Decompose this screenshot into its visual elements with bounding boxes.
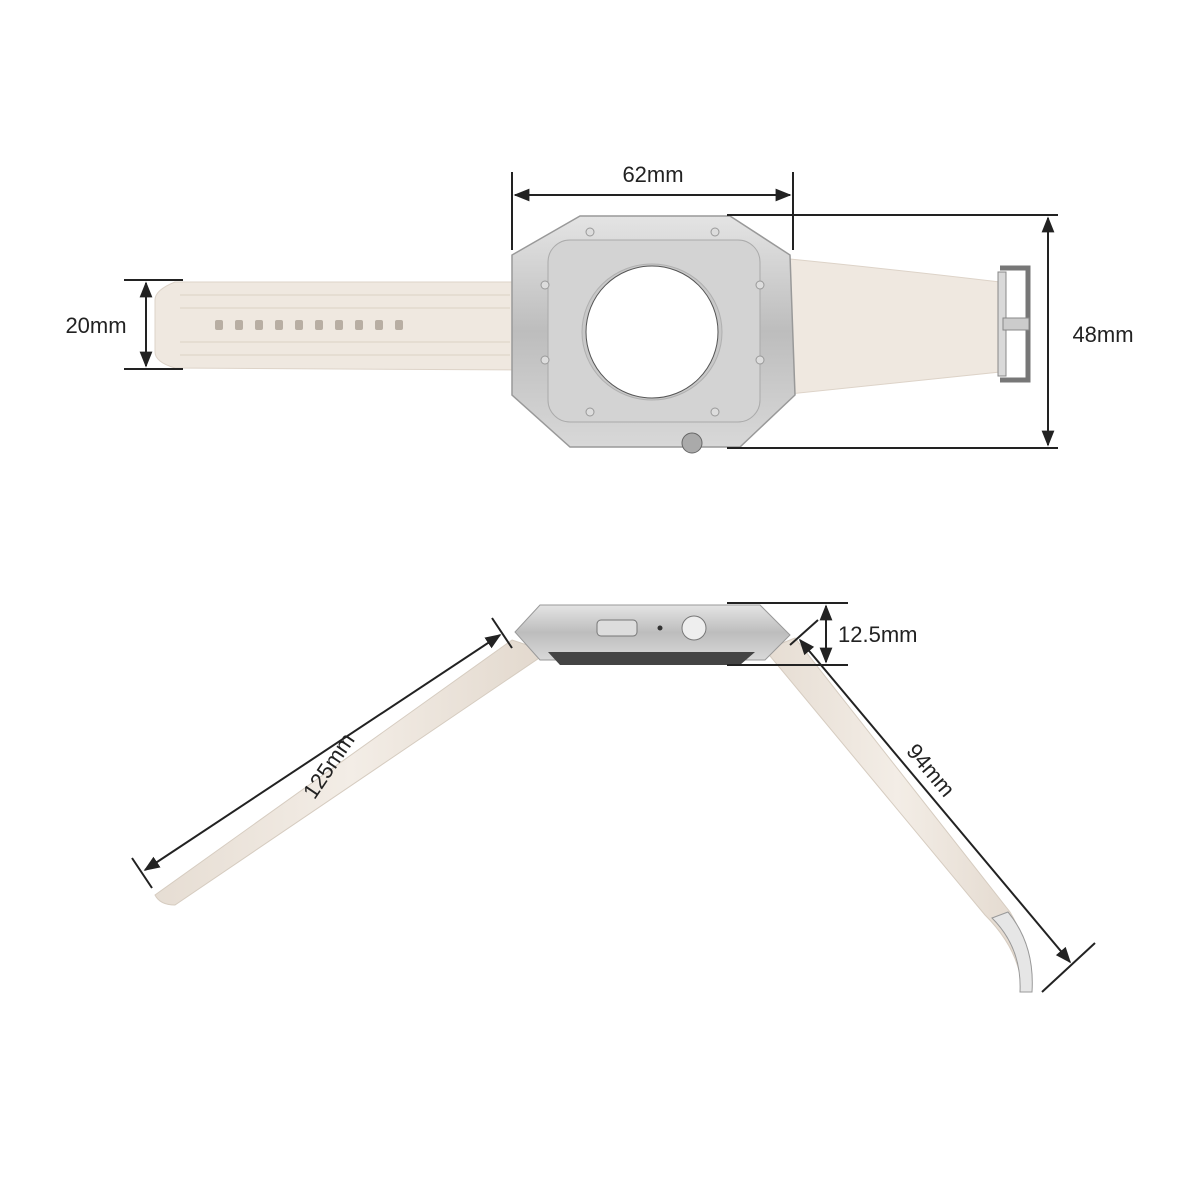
strap-hole [255, 320, 263, 330]
strap-hole [295, 320, 303, 330]
strap-hole [375, 320, 383, 330]
top-view: 62mm 48mm 20mm [65, 162, 1134, 454]
buckle [997, 265, 1031, 383]
case-bottom [548, 652, 755, 665]
crown [681, 432, 703, 454]
strap-hole [335, 320, 343, 330]
side-view: 12.5mm 125mm 94mm [131, 602, 1096, 993]
strap-hole [275, 320, 283, 330]
long-strap-side [154, 639, 550, 906]
dimension-long-strap: 125mm [131, 617, 513, 889]
case-side [514, 604, 791, 661]
dimension-short-strap: 94mm [789, 619, 1096, 993]
case-opening [585, 265, 719, 399]
strap-hole [315, 320, 323, 330]
side-button [596, 619, 638, 637]
dimension-strap-width: 20mm [65, 279, 183, 370]
strap-hole [355, 320, 363, 330]
strap-hole [395, 320, 403, 330]
side-mic-hole [657, 625, 663, 631]
strap-holes [215, 320, 403, 330]
case-height-label: 48mm [1072, 322, 1133, 347]
side-crown [681, 615, 707, 641]
strap-hole [215, 320, 223, 330]
case-width-label: 62mm [622, 162, 683, 187]
strap-hole [235, 320, 243, 330]
strap-width-label: 20mm [65, 313, 126, 338]
right-strap [779, 257, 1001, 396]
case-thickness-label: 12.5mm [838, 622, 917, 647]
strap-grooves [180, 294, 510, 356]
short-strap-side [764, 637, 1031, 991]
case-screws [540, 227, 765, 417]
dimension-case-height: 48mm [727, 214, 1134, 449]
dimension-case-width: 62mm [511, 162, 794, 250]
